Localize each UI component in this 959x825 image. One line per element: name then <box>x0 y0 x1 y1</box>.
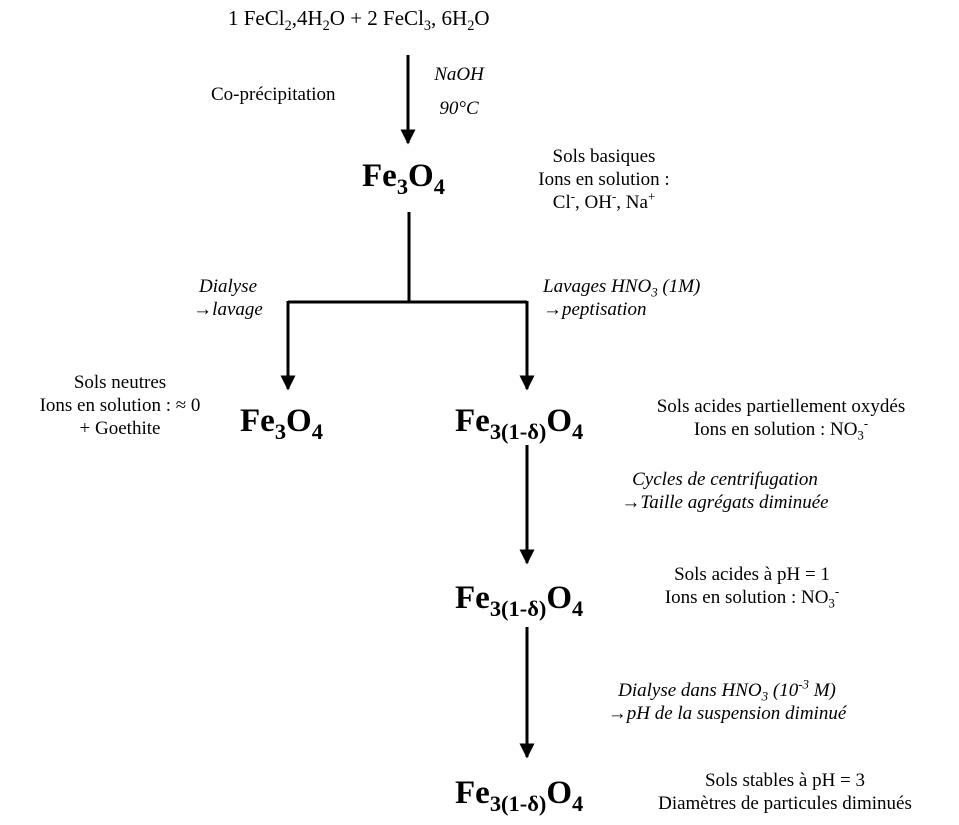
compound-fe3delta-o4-ph1: Fe3(1-δ)O4 <box>455 580 584 621</box>
node1-desc-line1: Sols basiques <box>552 146 656 167</box>
dialyse-hno3-line2: →pH de la suspension diminué <box>607 702 847 724</box>
node3-desc-line1: Sols acides partiellement oxydés <box>656 396 906 417</box>
centrifugation-label: Cycles de centrifugation →Taille agrégat… <box>560 469 890 515</box>
node2-desc-line1: Sols neutres <box>73 372 167 393</box>
node1-description: Sols basiques Ions en solution : Cl-, OH… <box>508 146 700 214</box>
reagent-naoh: NaOH <box>434 64 484 85</box>
branch-left-label: Dialyse →lavage <box>178 276 278 322</box>
node1-ions: Cl-, OH-, Na+ <box>552 187 656 213</box>
node4-description: Sols acides à pH = 1 Ions en solution : … <box>616 564 888 610</box>
compound-fe3delta-o4-acidic: Fe3(1-δ)O4 <box>455 403 584 444</box>
node5-desc-line2: Diamètres de particules diminués <box>658 792 912 814</box>
starting-reagents: 1 FeCl2,4H2O + 2 FeCl3, 6H2O <box>228 6 490 34</box>
centrifugation-line2: →Taille agrégats diminuée <box>621 491 829 513</box>
dialyse-hno3-label: Dialyse dans HNO3 (10-3 M) →pH de la sus… <box>570 676 884 726</box>
node2-desc-line3: + Goethite <box>79 417 161 439</box>
branch-left-line1: Dialyse <box>198 276 258 297</box>
node3-desc-line2: Ions en solution : NO3- <box>693 415 869 443</box>
node2-description: Sols neutres Ions en solution : ≈ 0 + Go… <box>10 372 230 440</box>
compound-fe3o4-basic: Fe3O4 <box>362 158 445 199</box>
reagent-temperature: 90°C <box>439 98 479 119</box>
node5-description: Sols stables à pH = 3 Diamètres de parti… <box>618 770 952 816</box>
branch-left-line2: →lavage <box>193 298 263 320</box>
branch-right-label: Lavages HNO3 (1M) →peptisation <box>543 276 700 322</box>
node1-desc-line2: Ions en solution : <box>538 168 670 190</box>
node4-desc-line1: Sols acides à pH = 1 <box>674 564 830 585</box>
coprecipitation-label: Co-précipitation <box>211 84 336 105</box>
branch-right-line1: Lavages HNO3 (1M) <box>543 276 701 300</box>
compound-fe3delta-o4-stable: Fe3(1-δ)O4 <box>455 775 584 816</box>
node5-desc-line1: Sols stables à pH = 3 <box>704 770 866 791</box>
node2-desc-line2: Ions en solution : ≈ 0 <box>39 394 201 416</box>
node3-description: Sols acides partiellement oxydés Ions en… <box>614 396 948 442</box>
compound-fe3o4-neutral: Fe3O4 <box>240 403 323 444</box>
dialyse-hno3-line1: Dialyse dans HNO3 (10-3 M) <box>618 676 836 704</box>
centrifugation-line1: Cycles de centrifugation <box>632 469 818 490</box>
branch-right-line2: →peptisation <box>543 298 647 320</box>
node4-desc-line2: Ions en solution : NO3- <box>664 583 840 611</box>
